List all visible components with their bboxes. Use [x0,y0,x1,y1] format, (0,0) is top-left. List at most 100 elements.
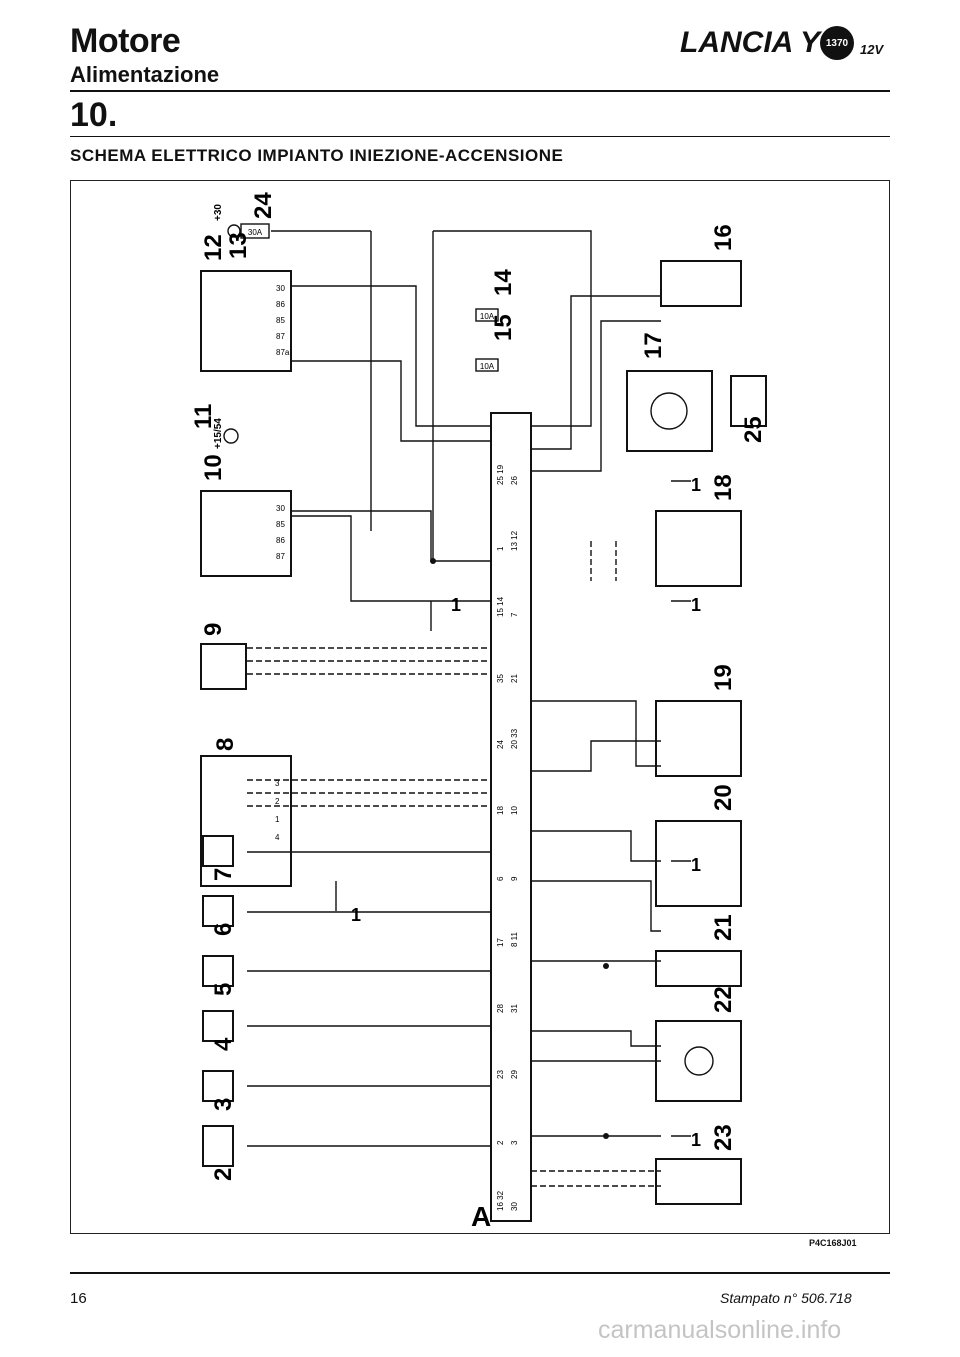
relay-pin-label: 86 [276,536,285,545]
component-9-box [200,643,247,690]
component-25-box [730,375,767,427]
watermark: carmanualsonline.info [598,1316,842,1344]
coil-pin-label: 1 [275,815,280,824]
component-label-14: 14 [490,269,517,296]
component-label-3: 3 [210,1098,237,1111]
relay-pin-label: 30 [276,504,285,513]
ecu-pin-number: 7 [510,612,519,617]
component-label-12: 12 [200,234,227,261]
component-17-box [626,370,713,452]
coil-pin-label: 4 [275,833,280,842]
relay-10-box [200,490,292,577]
ecu-pin-number: 9 [510,876,519,881]
ecu-pin-number: 31 [510,1004,519,1013]
component-17-pump-symbol [650,392,688,430]
component-label-10: 10 [200,454,227,481]
diagram-code: P4C168J01 [809,1238,857,1248]
ecu-label: A [471,1201,491,1232]
relay-pin-label: 85 [276,520,285,529]
component-22-box [655,1020,742,1102]
component-label-22: 22 [710,986,737,1013]
ecu-pin-number: 15 14 [496,596,505,617]
ecu-pin-number: 16 32 [496,1190,505,1211]
component-label-7: 7 [210,868,237,881]
component-20-box [655,820,742,907]
component-label-2: 2 [210,1168,237,1181]
valve-label: 12V [860,42,884,57]
component-18-box [655,510,742,587]
component-label-25: 25 [740,416,767,443]
component-label-11: 11 [190,404,217,429]
ground-label: 1 [691,595,701,615]
ground-label: 1 [691,855,701,875]
fuse-15 [475,358,499,372]
coil-8-box [200,755,292,887]
component-label-19: 19 [710,664,737,691]
ground-label: 1 [351,905,361,925]
page-number: 16 [70,1290,87,1307]
ecu-pin-number: 8 11 [510,931,519,947]
battery-terminal-13 [227,224,241,238]
print-number: Stampato n° 506.718 [720,1290,852,1306]
ecu-pin-number: 24 [496,740,505,749]
supply-label: +15/54 [213,418,224,449]
component-label-5: 5 [210,983,237,996]
engine-badge-logo: 1370 [820,26,854,60]
component-label-6: 6 [210,923,237,936]
relay-pin-label: 87a [276,348,290,357]
footer-rule [70,1272,890,1274]
ecu-pin-number: 10 [510,806,519,815]
fuse-14 [475,308,499,322]
ecu-block [490,412,532,1222]
component-label-13: 13 [225,232,252,259]
ecu-pin-number: 35 [496,674,505,683]
wiring-diagram-svg: 2345678910111213141516171819202122232425… [190,192,767,1232]
relay-pin-label: 86 [276,300,285,309]
component-label-15: 15 [490,314,517,341]
section-number: 10. [70,96,118,134]
fuse-rating: 30A [248,228,263,237]
component-21-box [655,950,742,987]
ecu-pin-number: 17 [496,938,505,947]
component-label-21: 21 [710,914,737,941]
component-label-20: 20 [710,784,737,811]
component-label-9: 9 [200,623,227,636]
fuse-24 [240,223,270,239]
sensor-5-box [202,955,234,987]
ecu-pin-number: 29 [510,1070,519,1079]
ecu-pin-number: 21 [510,674,519,683]
component-19-box [655,700,742,777]
sensor-6-box [202,895,234,927]
component-label-4: 4 [210,1037,237,1051]
component-label-16: 16 [710,224,737,251]
sensor-7-box [202,835,234,867]
relay-pin-label: 85 [276,316,285,325]
coil-pin-label: 3 [275,779,280,788]
component-22-motor-symbol [684,1046,714,1076]
relay-pin-label: 87 [276,552,285,561]
ecu-pin-number: 13 12 [510,530,519,551]
sensor-3-box [202,1070,234,1102]
ecu-pin-number: 6 [496,876,505,881]
header-rule [70,90,890,92]
connector-2-box [202,1125,234,1167]
model-name: LANCIA Y [680,26,821,59]
ground-label: 1 [691,1130,701,1150]
sensor-4-box [202,1010,234,1042]
ecu-pin-number: 18 [496,806,505,815]
section-title: Motore [70,22,181,60]
fuse-rating: 10A [480,362,495,371]
ground-label: 1 [451,595,461,615]
ecu-pin-number: 30 [510,1202,519,1211]
diagram-caption: SCHEMA ELETTRICO IMPIANTO INIEZIONE-ACCE… [70,146,564,165]
coil-pin-label: 2 [275,797,280,806]
component-label-17: 17 [640,332,667,359]
ignition-terminal-11 [223,428,239,444]
component-label-8: 8 [212,738,239,751]
ecu-pin-number: 23 [496,1070,505,1079]
ecu-pin-number: 3 [510,1140,519,1145]
ecu-pin-number: 25 19 [496,464,505,485]
relay-12-box [200,270,292,372]
component-23-box [655,1158,742,1205]
